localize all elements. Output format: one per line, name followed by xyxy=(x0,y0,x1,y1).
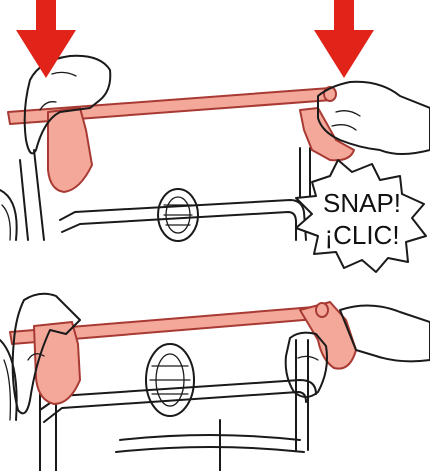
hand-left-bottom xyxy=(11,292,81,415)
snap-starburst xyxy=(295,159,427,273)
step-bottom-panel xyxy=(0,292,430,471)
snap-label-english: SNAP! xyxy=(323,188,401,218)
hand-left-top xyxy=(23,54,112,155)
side-wheel-left-bottom xyxy=(0,339,18,421)
down-arrow-icon xyxy=(16,0,76,78)
snap-callout: SNAP! ¡CLIC! xyxy=(295,159,427,273)
snap-label-spanish: ¡CLIC! xyxy=(324,220,399,250)
bumper-bar-top xyxy=(7,86,355,193)
down-arrow-icon xyxy=(314,0,374,78)
stroller-frame-top xyxy=(19,147,311,241)
step-top-panel: SNAP! ¡CLIC! xyxy=(0,0,430,273)
hand-right-bottom xyxy=(284,304,430,398)
bumper-bar-bottom xyxy=(9,301,357,405)
side-wheel-left-top xyxy=(0,189,18,241)
wheel-bottom xyxy=(145,343,195,417)
hand-right-top xyxy=(317,80,430,155)
wheel-top xyxy=(157,188,199,242)
